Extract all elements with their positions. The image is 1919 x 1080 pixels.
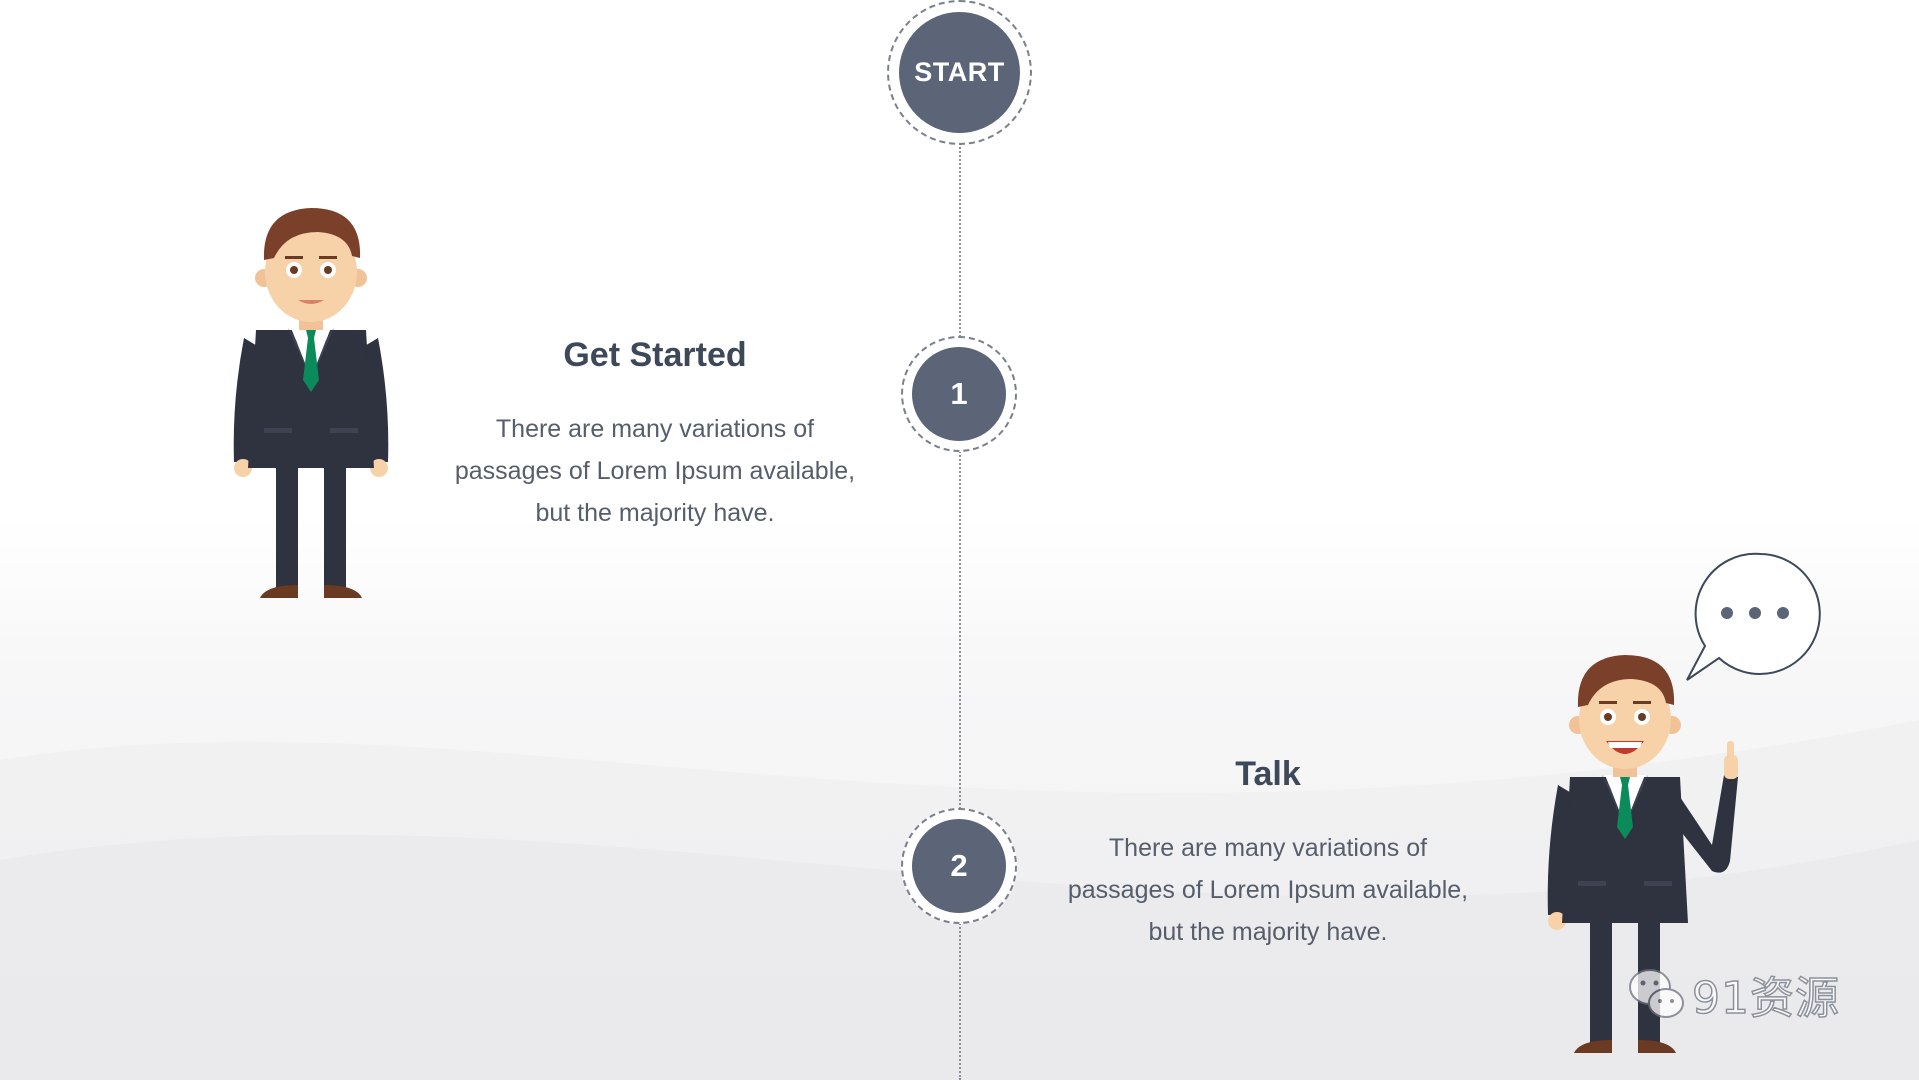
step-2-description-line: but the majority have. bbox=[1148, 918, 1388, 946]
step-2-title: Talk bbox=[1235, 755, 1301, 793]
step-2-description-line: passages of Lorem Ipsum available, bbox=[1067, 876, 1469, 904]
step-1-description-line: There are many variations of bbox=[495, 415, 815, 443]
step-2-number: 2 bbox=[912, 819, 1006, 913]
step-2-description-line: There are many variations of bbox=[1108, 834, 1428, 862]
start-node: START bbox=[887, 0, 1032, 145]
wechat-icon bbox=[1629, 969, 1684, 1018]
step-1-title: Get Started bbox=[563, 336, 747, 374]
start-node-label: START bbox=[899, 12, 1020, 133]
watermark-text: 91资源 bbox=[1691, 972, 1840, 1025]
watermark: 91资源 bbox=[1626, 962, 1840, 1026]
step-1-description: There are many variations of passages of… bbox=[440, 408, 870, 534]
step-2-description: There are many variations of passages of… bbox=[1053, 827, 1483, 953]
step-1-description-line: passages of Lorem Ipsum available, bbox=[454, 457, 856, 485]
step-1-number: 1 bbox=[912, 347, 1006, 441]
businessman-standing-illustration bbox=[233, 208, 389, 598]
step-2-node: 2 bbox=[901, 808, 1017, 924]
step-1-description-line: but the majority have. bbox=[535, 499, 775, 527]
timeline-line bbox=[959, 140, 961, 1080]
step-1-node: 1 bbox=[901, 336, 1017, 452]
speech-bubble-icon bbox=[1686, 552, 1821, 681]
